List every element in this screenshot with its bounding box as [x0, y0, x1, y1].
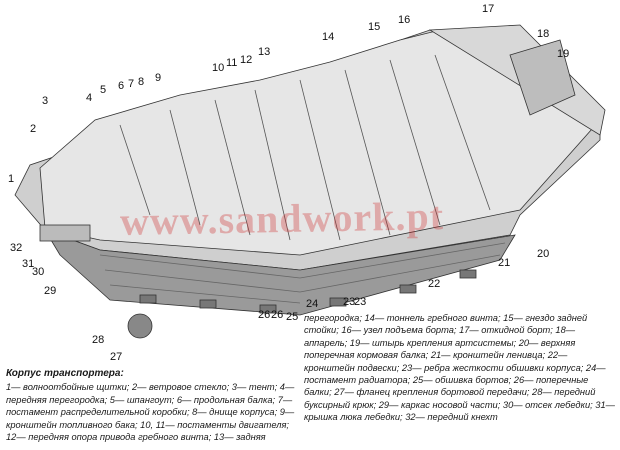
ramp — [509, 39, 576, 116]
callout-25: 25 — [286, 311, 298, 323]
callout-9: 9 — [155, 72, 161, 84]
caption-right-text: перегородка; 14— тоннель гребного винта;… — [304, 313, 615, 423]
callout-27: 27 — [110, 351, 122, 363]
callout-26: 26 — [271, 309, 283, 321]
callout-1: 1 — [8, 173, 14, 185]
caption-right: перегородка; 14— тоннель гребного винта;… — [304, 312, 616, 424]
callout-5: 5 — [100, 84, 106, 96]
callout-4: 4 — [86, 92, 92, 104]
callout-18: 18 — [537, 28, 549, 40]
callout-7: 7 — [128, 78, 134, 90]
winch-hatch — [39, 224, 91, 242]
callout-16: 16 — [398, 14, 410, 26]
stiffening-ribs — [99, 242, 506, 304]
callout-32: 32 — [10, 242, 22, 254]
callout-6: 6 — [118, 80, 124, 92]
callout-20: 20 — [537, 248, 549, 260]
callout-12: 12 — [240, 54, 252, 66]
callout-15: 15 — [368, 21, 380, 33]
callout-28: 28 — [92, 334, 104, 346]
callout-13: 13 — [258, 46, 270, 58]
caption-left: Корпус транспортера: 1— волноотбойные щи… — [6, 368, 298, 443]
callout-3: 3 — [42, 95, 48, 107]
callout-2: 2 — [30, 123, 36, 135]
callout-26: 26 — [258, 309, 270, 321]
callout-14: 14 — [322, 31, 334, 43]
callout-24: 24 — [306, 298, 318, 310]
watermark-text: www.sandwork.pt — [119, 193, 445, 244]
callout-23: 23 — [343, 296, 355, 308]
hull-drawing — [14, 24, 606, 339]
callout-30: 30 — [32, 266, 44, 278]
callout-29: 29 — [44, 285, 56, 297]
callout-11: 11 — [226, 57, 237, 69]
caption-title: Корпус транспортера: — [6, 368, 124, 379]
callout-8: 8 — [138, 76, 144, 88]
hull-ribs — [119, 54, 491, 241]
callout-10: 10 — [212, 62, 224, 74]
callout-21: 21 — [498, 257, 510, 269]
callout-22: 22 — [428, 278, 440, 290]
suspension-brackets — [139, 269, 477, 314]
callout-19: 19 — [557, 48, 569, 60]
callout-23: 23 — [354, 296, 366, 308]
final-drive-flange — [127, 313, 153, 339]
caption-left-text: 1— волноотбойные щитки; 2— ветровое стек… — [6, 382, 295, 443]
callout-31: 31 — [22, 258, 34, 270]
callout-17: 17 — [482, 3, 494, 15]
